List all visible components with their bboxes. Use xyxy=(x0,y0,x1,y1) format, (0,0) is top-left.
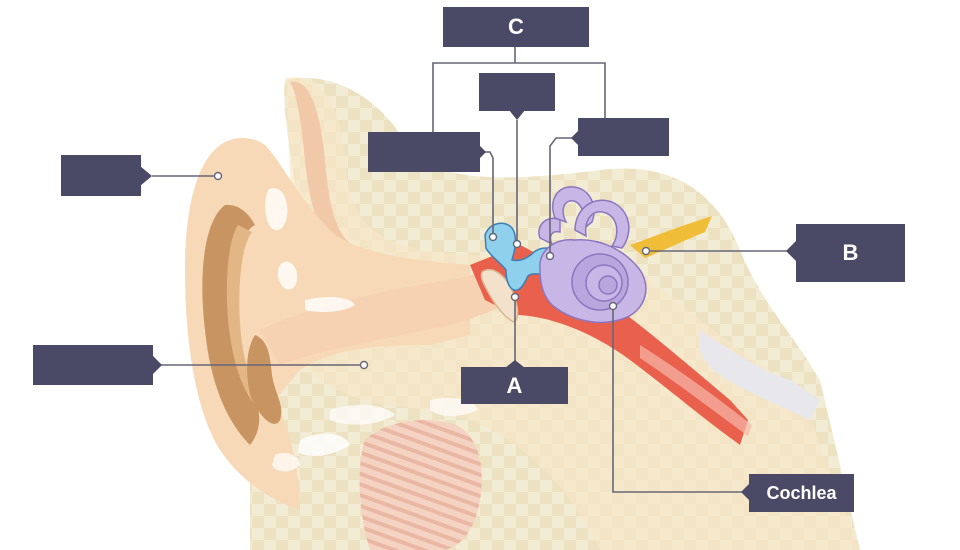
bone-patch-4 xyxy=(298,433,350,456)
semicircular-canals xyxy=(538,186,630,249)
bone-patch-5 xyxy=(272,453,300,472)
pointer-hammer xyxy=(478,144,486,160)
pointer-a xyxy=(505,360,525,368)
label-anvil xyxy=(479,73,555,111)
dot-canal xyxy=(359,360,369,370)
label-a: A xyxy=(461,367,568,404)
dot-a xyxy=(510,292,520,302)
leader-stirrup xyxy=(549,137,577,255)
label-c: C xyxy=(443,7,589,47)
label-pinna xyxy=(61,155,141,196)
cochlea-spiral xyxy=(539,239,647,324)
label-pointers xyxy=(140,110,796,501)
eustachian-tube xyxy=(470,245,748,445)
pointer-anvil xyxy=(509,110,525,120)
jaw-muscle xyxy=(359,420,482,550)
leader-cochlea xyxy=(612,307,742,493)
pinna-antihelix xyxy=(226,225,257,405)
leader-c xyxy=(432,62,606,132)
dot-anvil xyxy=(512,239,522,249)
label-cochlea: Cochlea xyxy=(749,474,854,512)
pointer-stirrup xyxy=(571,130,579,146)
dot-stirrup xyxy=(545,251,555,261)
eardrum xyxy=(480,269,519,323)
label-stirrup xyxy=(578,118,669,156)
tube-sheath xyxy=(698,330,820,420)
bone-patch-3 xyxy=(305,297,355,313)
pointer-cochlea xyxy=(741,483,750,501)
dot-pinna xyxy=(213,171,223,181)
pointer-canal xyxy=(152,355,162,375)
leader-dots xyxy=(213,171,651,370)
bone-patch-6 xyxy=(330,405,395,425)
dot-cochlea xyxy=(608,301,618,311)
eustachian-tube-highlight xyxy=(640,345,752,436)
label-canal xyxy=(33,345,153,385)
pinna-concha xyxy=(247,335,282,424)
label-b: B xyxy=(796,224,905,282)
ear-canal xyxy=(260,268,515,365)
label-hammer xyxy=(368,132,480,172)
pointer-b xyxy=(786,241,796,261)
pointer-pinna xyxy=(140,166,152,186)
dot-b xyxy=(641,246,651,256)
bone-patch-2 xyxy=(277,261,298,290)
dot-hammer xyxy=(488,232,498,242)
bone-patch-1 xyxy=(265,188,288,231)
auditory-nerve xyxy=(630,216,712,258)
leader-lines xyxy=(152,47,788,493)
scalp-strip xyxy=(290,81,360,255)
